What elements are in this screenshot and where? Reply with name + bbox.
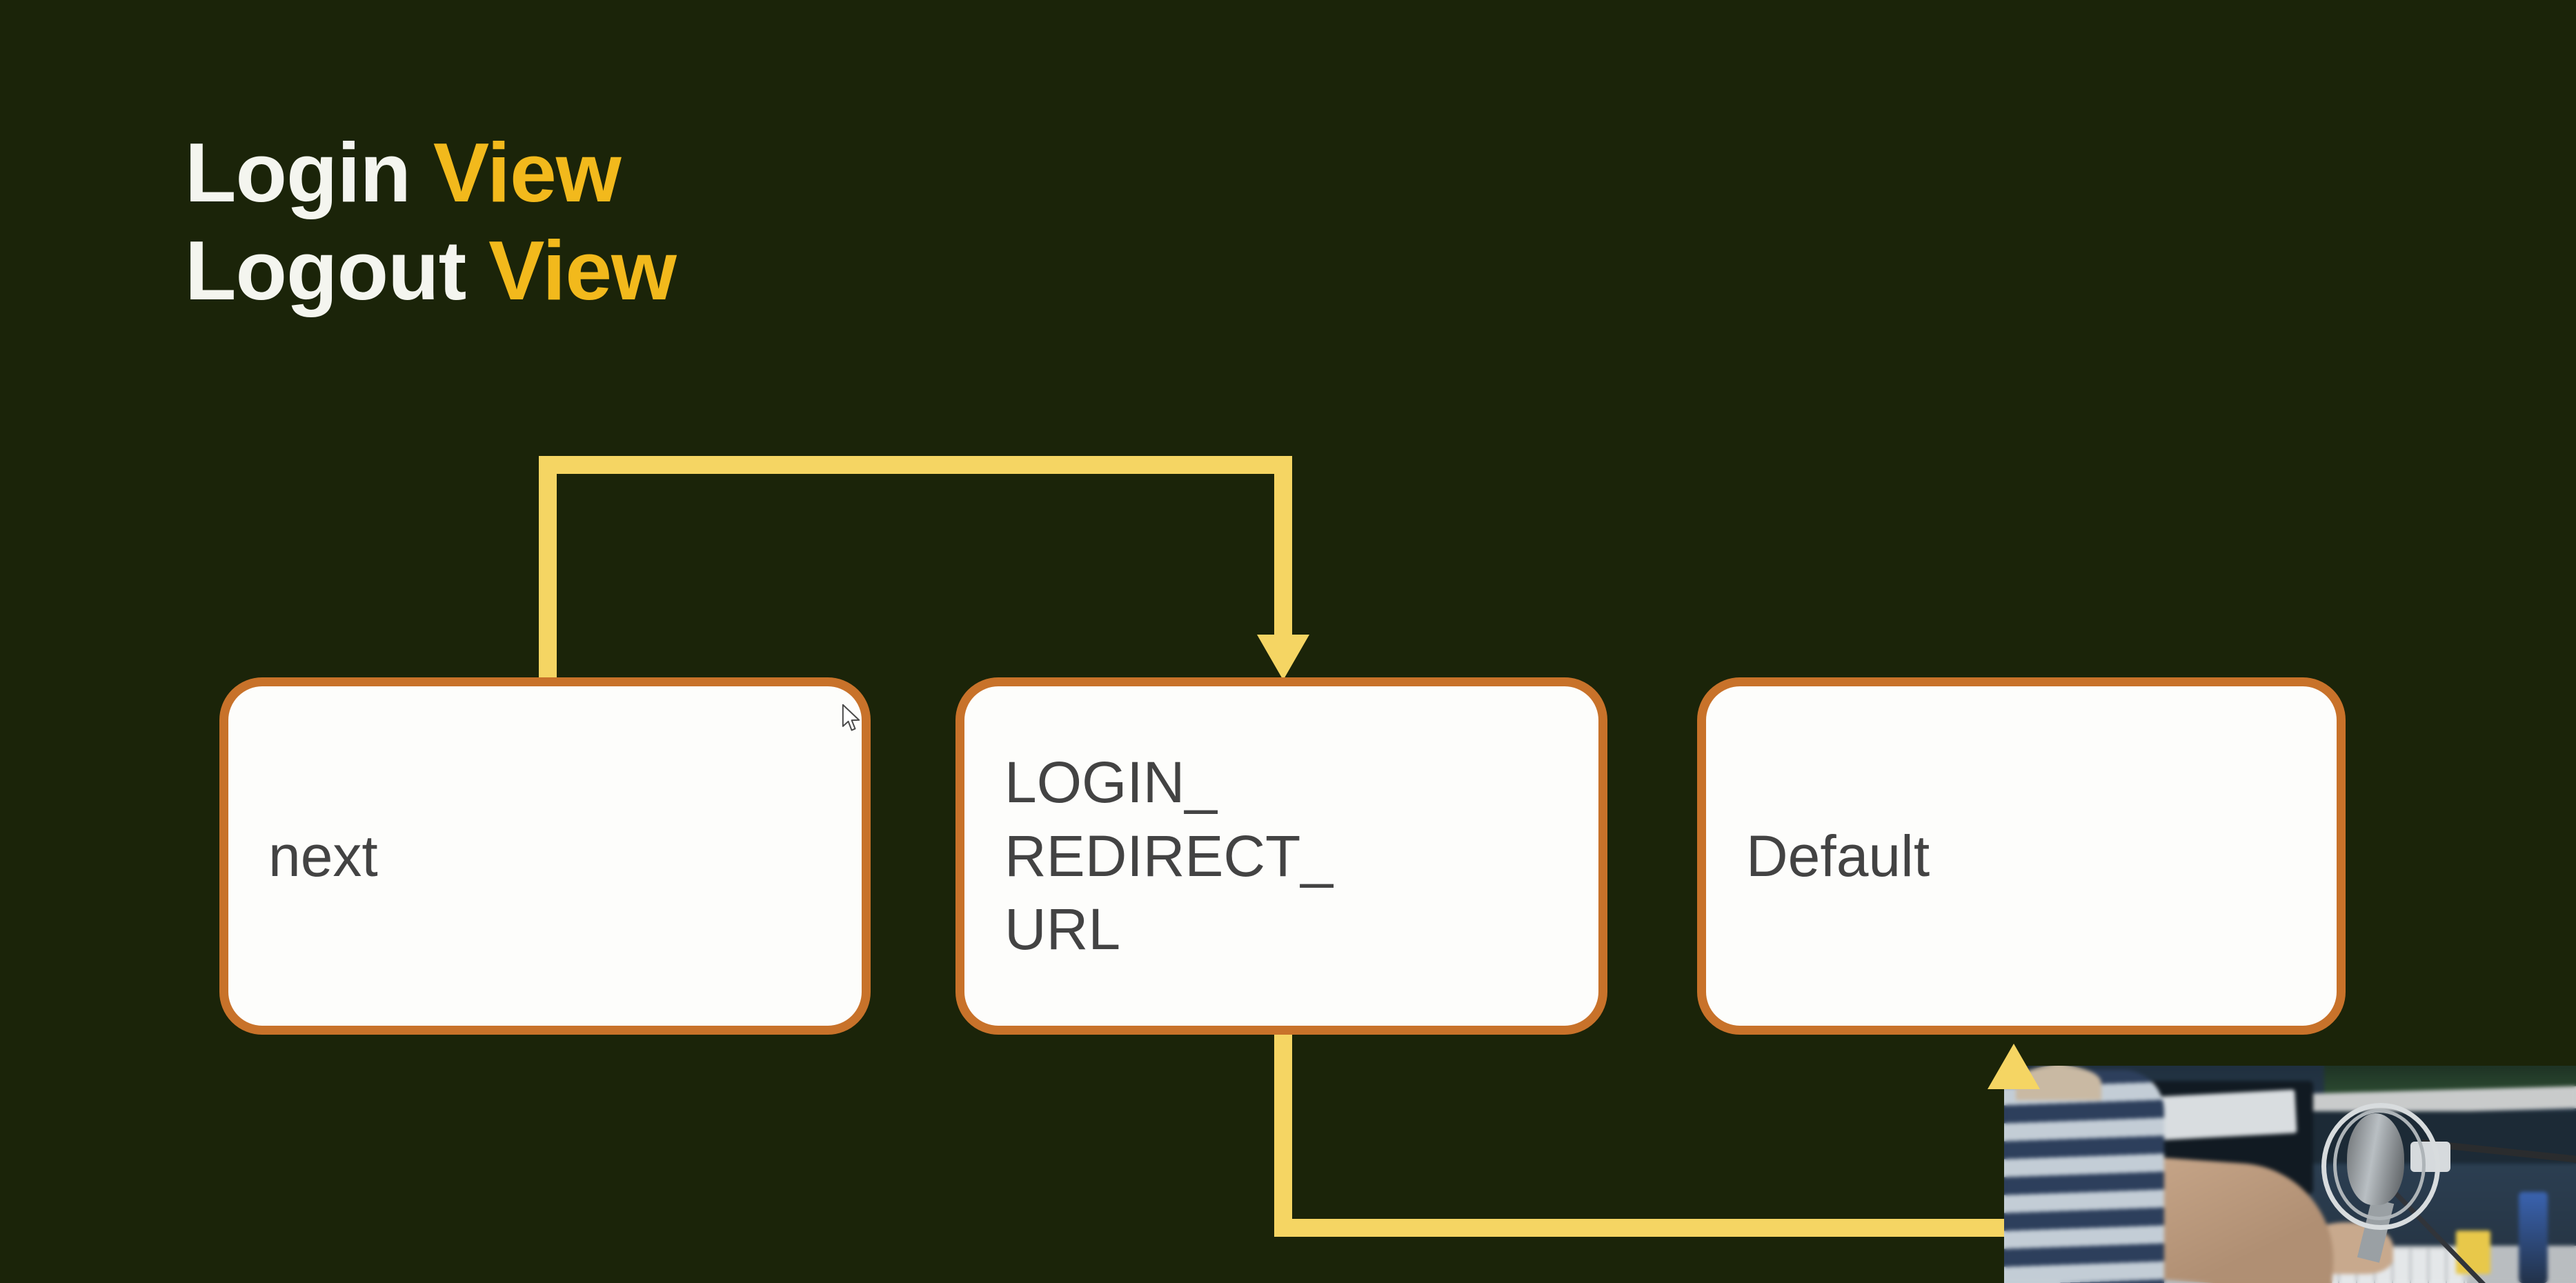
title-line-logout: Logout View — [185, 222, 677, 320]
webcam-mic-shock-mount-inner — [2332, 1109, 2426, 1221]
connector-default-segment-vertical-left — [1274, 1033, 1292, 1237]
webcam-yellow-object — [2455, 1231, 2490, 1275]
title-logout-accent: View — [488, 223, 677, 317]
arrowhead-down-icon — [1257, 635, 1309, 680]
title-logout-word: Logout — [185, 223, 489, 317]
diagram-node-default: Default — [1697, 677, 2346, 1035]
connector-default-segment-horizontal — [1274, 1219, 2023, 1237]
presenter-webcam-overlay — [2004, 1066, 2576, 1283]
title-login-word: Login — [185, 126, 433, 219]
connector-next-segment-horizontal — [539, 456, 1292, 474]
diagram-node-login-redirect-url-label: LOGIN_ REDIRECT_ URL — [1004, 749, 1334, 962]
diagram-node-default-label: Default — [1746, 823, 1930, 888]
mouse-cursor-icon — [842, 704, 860, 731]
title-line-login: Login View — [185, 124, 676, 222]
page-title: Login View Logout View — [185, 124, 677, 320]
title-login-accent: View — [433, 126, 622, 219]
connector-next-segment-vertical-left — [539, 456, 557, 688]
connector-next-segment-vertical-right — [1274, 456, 1292, 646]
webcam-bottle — [2519, 1191, 2548, 1283]
diagram-node-next: next — [219, 677, 871, 1035]
diagram-node-login-redirect-url: LOGIN_ REDIRECT_ URL — [955, 677, 1607, 1035]
arrowhead-up-icon — [1988, 1044, 2040, 1089]
diagram-node-next-label: next — [268, 823, 378, 888]
webcam-presenter-striped-shirt — [2004, 1070, 2165, 1283]
